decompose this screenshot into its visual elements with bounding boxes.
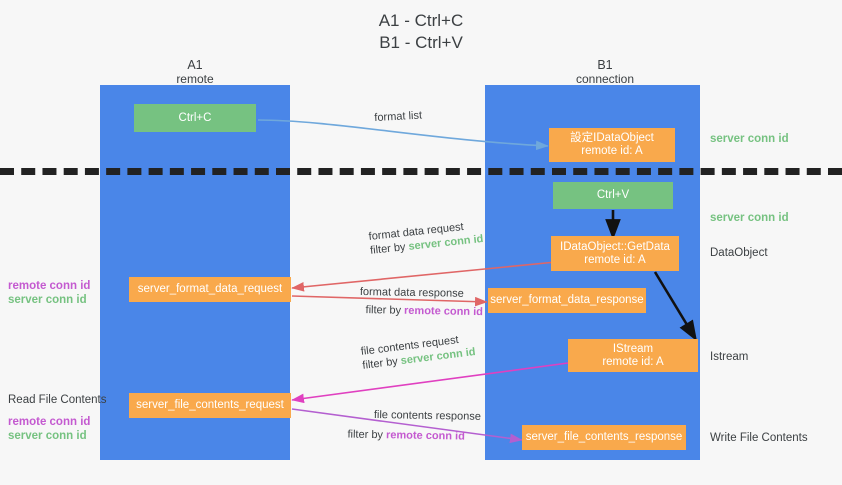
left-label-remote-conn-id: remote conn id — [8, 280, 91, 292]
column-header-b1: B1 connection — [545, 58, 665, 86]
left-label-server-conn-id: server conn id — [8, 294, 87, 306]
box-ctrl-c[interactable]: Ctrl+C — [134, 104, 256, 132]
filter-key-remote-conn-id: remote conn id — [403, 304, 484, 319]
page-title: A1 - Ctrl+C B1 - Ctrl+V — [378, 11, 464, 52]
edge-label-format-data-response-line2: filter by remote conn id — [365, 303, 483, 319]
right-label-server-conn-id-top: server conn id — [710, 133, 789, 145]
filter-key-remote-conn-id: remote conn id — [385, 429, 465, 443]
box-idataobject-getdata[interactable]: IDataObject::GetData remote id: A — [551, 236, 679, 271]
filter-by-text: filter by — [365, 304, 405, 317]
edge-label-file-contents-response-line1: file contents response — [373, 408, 481, 423]
box-server-format-data-request[interactable]: server_format_data_request — [129, 277, 291, 302]
filter-by-text: filter by — [347, 428, 387, 442]
left-label-conn-pair-top: remote conn id server conn id — [8, 279, 90, 307]
dashed-separator — [0, 168, 842, 175]
filter-by-text: filter by — [369, 240, 410, 257]
column-header-b1-sub: connection — [575, 72, 635, 86]
column-header-b1-name: B1 — [597, 58, 613, 72]
edge-label-format-data-response: format data response filter by remote co… — [359, 285, 483, 319]
column-header-a1-name: A1 — [187, 58, 203, 72]
left-label-server-conn-id: server conn id — [8, 430, 87, 442]
edge-label-format-data-request: format data request filter by server con… — [368, 218, 484, 258]
box-ctrl-v[interactable]: Ctrl+V — [553, 182, 673, 209]
edge-label-file-contents-response-line2: filter by remote conn id — [347, 428, 480, 444]
left-label-read-file-contents: Read File Contents — [8, 394, 107, 406]
column-header-a1: A1 remote — [135, 58, 255, 86]
box-server-format-data-response[interactable]: server_format_data_response — [488, 288, 646, 313]
right-label-dataobject: DataObject — [710, 247, 768, 259]
filter-by-text: filter by — [361, 355, 402, 372]
edge-label-format-list: format list — [374, 109, 423, 124]
right-label-server-conn-id-mid: server conn id — [710, 212, 789, 224]
right-label-write-file-contents: Write File Contents — [710, 432, 808, 444]
box-server-file-contents-request[interactable]: server_file_contents_request — [129, 393, 291, 418]
left-label-conn-pair-bottom: remote conn id server conn id — [8, 415, 90, 443]
edge-label-file-contents-response: file contents response filter by remote … — [347, 408, 481, 444]
edge-label-file-contents-request: file contents request filter by server c… — [360, 331, 476, 373]
right-label-istream: Istream — [710, 351, 749, 363]
box-istream[interactable]: IStream remote id: A — [568, 339, 698, 372]
edge-label-format-data-response-line1: format data response — [359, 285, 464, 300]
column-header-a1-sub: remote — [176, 72, 214, 86]
box-server-file-contents-response[interactable]: server_file_contents_response — [522, 425, 686, 450]
left-label-remote-conn-id: remote conn id — [8, 416, 91, 428]
box-set-idataobject[interactable]: 設定IDataObject remote id: A — [549, 128, 675, 162]
